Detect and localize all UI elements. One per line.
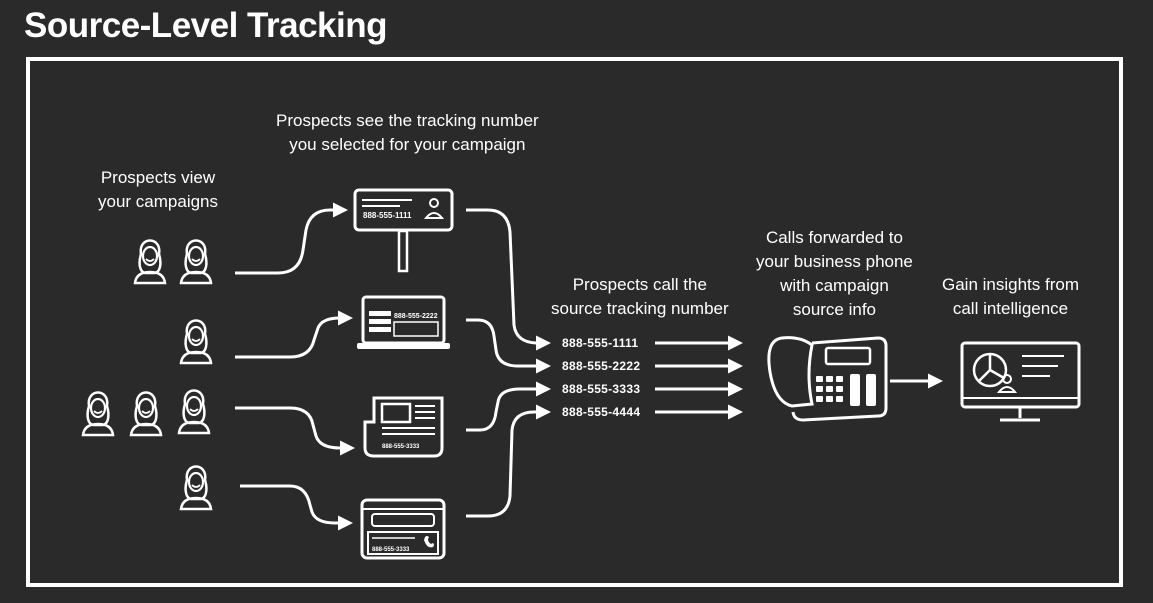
person-icon [81,391,115,437]
caption-line: your business phone [756,252,913,271]
laptop-number: 888-555-2222 [394,313,438,320]
diagram-frame [26,57,1123,587]
caption-line: Prospects view [100,168,216,187]
caption-prospects-view: Prospects view your campaigns [98,166,218,214]
person-icon [179,239,213,285]
page-title: Source-Level Tracking [24,6,387,45]
caption-line: source tracking number [551,299,729,318]
billboard-number: 888-555-1111 [363,211,412,220]
monitor-icon [960,341,1081,422]
caption-line: source info [792,300,877,319]
caption-gain-insights: Gain insights from call intelligence [942,273,1079,321]
person-icon [129,391,163,437]
caption-line: you selected for your campaign [289,135,526,154]
caption-line: with campaign [780,276,889,295]
caption-line: Calls forwarded to [765,228,903,247]
caption-line: call intelligence [952,299,1069,318]
caption-prospects-call: Prospects call the source tracking numbe… [551,273,729,321]
person-icon [177,389,211,435]
newspaper-icon [363,396,444,458]
person-icon [179,465,213,511]
caption-calls-forwarded: Calls forwarded to your business phone w… [756,226,913,322]
desk-phone-icon [767,336,888,422]
tracking-number-4: 888-555-4444 [562,405,641,419]
caption-line: Prospects see the tracking number [276,111,539,130]
tracking-number-1: 888-555-1111 [562,336,639,350]
person-icon [179,319,213,365]
mobile-phone-icon [360,498,446,560]
laptop-icon [357,295,450,349]
caption-line: Gain insights from [942,275,1079,294]
caption-line: Prospects call the [572,275,707,294]
newspaper-number: 888-555-3333 [382,444,420,450]
mobile-phone-number: 888-555-3333 [372,547,410,553]
tracking-number-2: 888-555-2222 [562,359,641,373]
billboard-icon [353,188,454,273]
caption-line: your campaigns [98,192,219,211]
person-icon [133,239,167,285]
tracking-number-3: 888-555-3333 [562,382,641,396]
caption-prospects-see: Prospects see the tracking number you se… [276,109,539,157]
